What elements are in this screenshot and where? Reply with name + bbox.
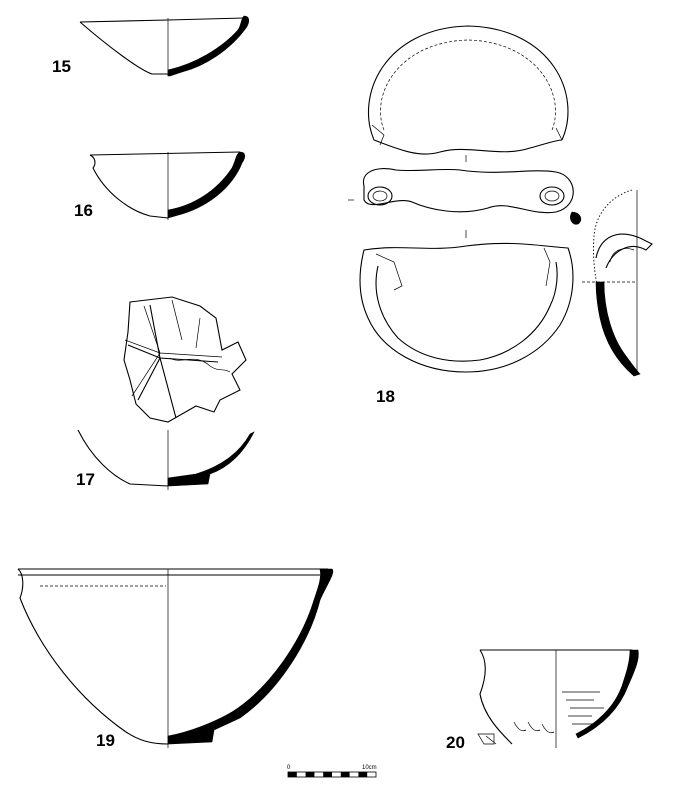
vessel-17-drawing (77, 429, 255, 490)
scale-start-label: 0 (287, 765, 291, 771)
vessel-17-sherd (123, 296, 247, 423)
vessel-18-plan-bottom (359, 242, 574, 373)
figure-number-15: 15 (52, 57, 71, 76)
vessel-18-profile (582, 189, 653, 377)
figure-number-16: 16 (74, 201, 93, 220)
vessel-20-drawing (477, 649, 639, 748)
scale-bar (287, 771, 377, 778)
vessel-18-plan-top (367, 25, 569, 155)
scale-end-label: 10cm (362, 765, 377, 771)
vessel-19-drawing (17, 568, 334, 748)
figure-number-19: 19 (96, 731, 115, 750)
figure-number-17: 17 (76, 470, 95, 489)
figure-number-18: 18 (376, 387, 395, 406)
vessel-16-drawing (89, 151, 246, 220)
vessel-18-handles (348, 168, 582, 225)
figure-number-20: 20 (446, 733, 465, 752)
vessel-15-drawing (79, 15, 250, 77)
